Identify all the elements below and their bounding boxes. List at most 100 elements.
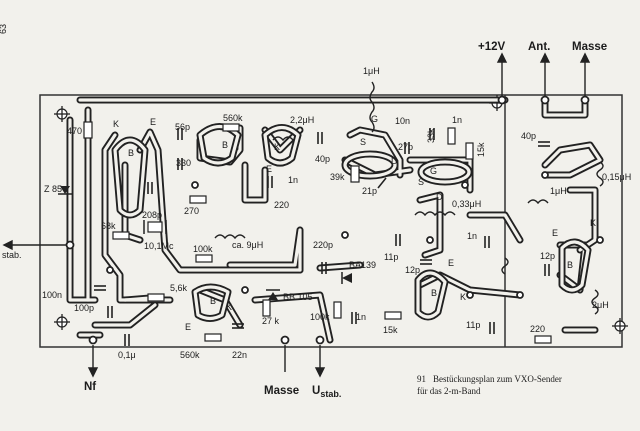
label-r100k-a: 100k bbox=[193, 244, 213, 254]
ant-arrow bbox=[539, 52, 551, 63]
terminal-arrows bbox=[2, 52, 591, 378]
coil bbox=[527, 199, 549, 205]
label-c11p-a: 11p bbox=[384, 252, 398, 262]
label-xtal: 10,1Mc bbox=[144, 241, 174, 251]
label-bb105: BB 105 bbox=[283, 292, 313, 302]
label-r470: 470 bbox=[67, 126, 82, 136]
terminal-pads bbox=[65, 95, 604, 345]
resistors bbox=[83, 121, 552, 344]
label-r560k-top: 560k bbox=[223, 113, 243, 123]
label-c10n: 10n bbox=[395, 116, 410, 126]
resistor bbox=[350, 165, 360, 183]
label-z85: Z 85 bbox=[44, 184, 62, 194]
resistor bbox=[147, 293, 165, 302]
coil bbox=[591, 289, 599, 315]
label-g1: G bbox=[371, 114, 378, 124]
resistor bbox=[262, 299, 271, 317]
zener-diode bbox=[60, 186, 70, 194]
label-r15k-b: 15k bbox=[383, 325, 398, 335]
coil bbox=[501, 257, 509, 275]
mounting-hole bbox=[612, 318, 628, 334]
label-c330: 330 bbox=[176, 158, 191, 168]
label-c220p: 220p bbox=[313, 240, 333, 250]
label-l1uh-right: 1μH bbox=[550, 186, 567, 196]
terminal-label-masse-top: Masse bbox=[572, 41, 607, 53]
label-l0-15uh: 0,15μH bbox=[602, 172, 631, 182]
label-e2: E bbox=[266, 164, 272, 174]
caption-line-2: für das 2-m-Band bbox=[417, 386, 481, 396]
label-b4: B bbox=[431, 288, 437, 298]
varicap-bb105 bbox=[268, 292, 278, 300]
label-b2: B bbox=[222, 140, 228, 150]
terminal-label-ustab: Ustab. bbox=[312, 385, 341, 399]
label-d1: D bbox=[391, 156, 398, 166]
label-r33k: 33k bbox=[426, 128, 436, 143]
label-c220-a: 220 bbox=[274, 200, 289, 210]
crystal bbox=[143, 220, 167, 234]
label-r270: 270 bbox=[184, 206, 199, 216]
resistor bbox=[384, 311, 402, 320]
resistor bbox=[534, 335, 552, 344]
label-r5-6k: 5,6k bbox=[170, 283, 188, 293]
diode-ba139 bbox=[342, 273, 352, 283]
label-c56p: 56p bbox=[175, 122, 190, 132]
label-c0-1u: 0,1μ bbox=[118, 350, 136, 360]
label-e4: E bbox=[448, 258, 454, 268]
label-l1uh-top: 1μH bbox=[363, 66, 380, 76]
label-c100p: 100p bbox=[74, 303, 94, 313]
nf-arrow bbox=[87, 367, 99, 378]
label-b3: B bbox=[210, 296, 216, 306]
terminal-label-plus12v: +12V bbox=[478, 41, 506, 53]
diodes bbox=[58, 186, 352, 300]
label-c1n-d: 1n bbox=[467, 231, 477, 241]
terminal-label-stab-left: stab. bbox=[2, 250, 22, 260]
caption-number: 91 bbox=[417, 374, 426, 384]
coil bbox=[369, 81, 375, 133]
label-c1n-c: 1n bbox=[356, 312, 366, 322]
label-c1n-a: 1n bbox=[288, 175, 298, 185]
label-c11p-b: 11p bbox=[466, 320, 480, 330]
resistor bbox=[112, 231, 130, 240]
label-c21p: 21p bbox=[362, 186, 377, 196]
terminal-label-ant: Ant. bbox=[528, 41, 550, 53]
masse-top-arrow bbox=[579, 52, 591, 63]
figure-caption: 91 Bestückungsplan zum VXO-Sender für da… bbox=[417, 374, 562, 396]
label-b5: B bbox=[567, 260, 573, 270]
capacitors bbox=[94, 128, 550, 346]
resistor bbox=[195, 254, 213, 263]
label-r100k-b: 100k bbox=[310, 312, 330, 322]
label-r560k-bot: 560k bbox=[180, 350, 200, 360]
label-k4: K bbox=[460, 292, 466, 302]
label-c1n-b: 1n bbox=[452, 115, 462, 125]
page-marker: 63 bbox=[0, 24, 8, 34]
label-c40p-b: 40p bbox=[521, 131, 536, 141]
component-labels: 470 Z 85 K B E 56p 560k B 2,2μH K 330 E … bbox=[42, 66, 631, 360]
resistor bbox=[447, 127, 456, 145]
terminal-label-masse-bottom: Masse bbox=[264, 385, 299, 397]
resistor bbox=[83, 121, 93, 139]
label-k3: K bbox=[226, 302, 232, 312]
coils bbox=[214, 81, 604, 315]
resistor bbox=[333, 301, 342, 319]
label-d2: D bbox=[436, 192, 443, 202]
label-c12p-b: 12p bbox=[540, 251, 555, 261]
label-r15k-a: 15k bbox=[476, 142, 486, 157]
label-k1: K bbox=[113, 119, 119, 129]
label-c100n: 100n bbox=[42, 290, 62, 300]
resistor bbox=[204, 333, 222, 342]
label-e1: E bbox=[150, 117, 156, 127]
label-s2: S bbox=[418, 177, 424, 187]
label-c12p-a: 12p bbox=[405, 265, 420, 275]
resistor bbox=[465, 142, 474, 160]
plus12v-arrow bbox=[496, 52, 508, 63]
label-r39k: 39k bbox=[330, 172, 345, 182]
terminal-label-nf: Nf bbox=[84, 381, 96, 393]
label-b1: B bbox=[128, 148, 134, 158]
label-e5: E bbox=[552, 228, 558, 238]
label-s1: S bbox=[360, 137, 366, 147]
label-c208p: 208p bbox=[142, 210, 162, 220]
stab-left-arrow bbox=[2, 239, 13, 251]
coil bbox=[414, 211, 456, 217]
